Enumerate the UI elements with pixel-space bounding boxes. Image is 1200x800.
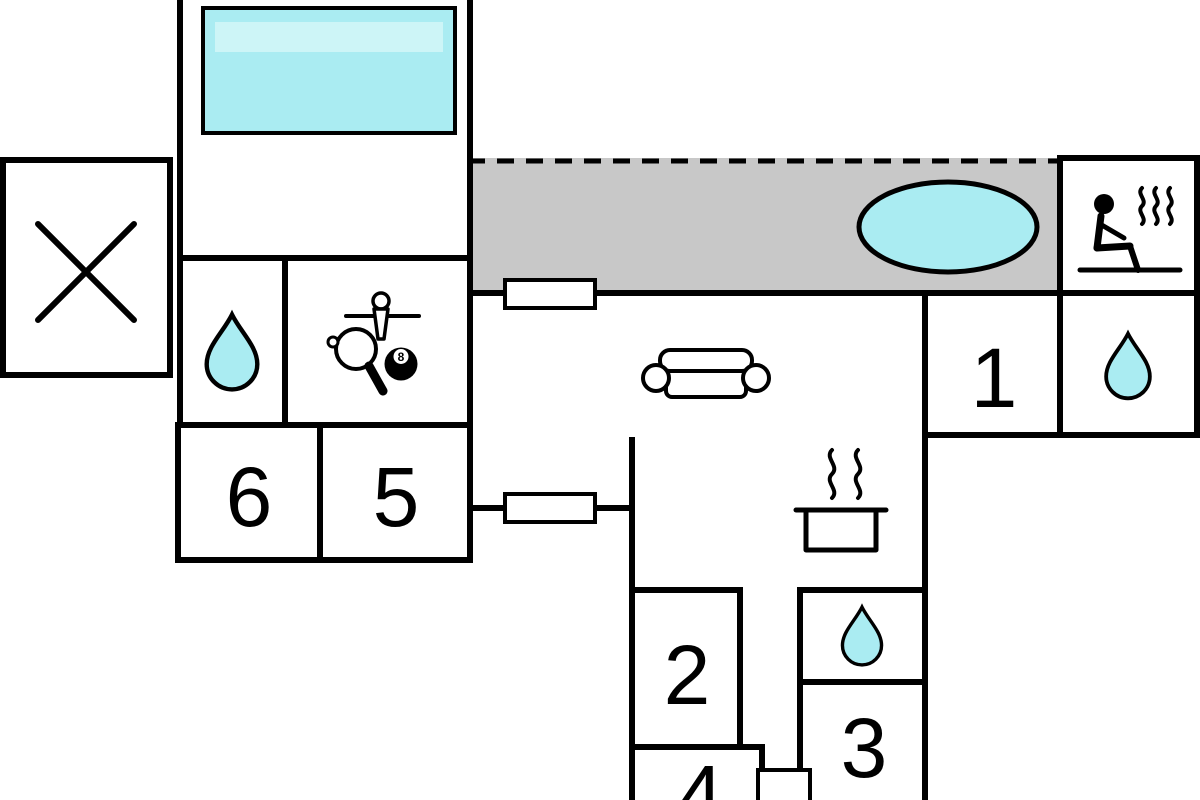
kitchen-stove-icon	[793, 448, 889, 553]
sauna-icon	[1077, 186, 1183, 273]
room-1-label: 1	[971, 331, 1018, 425]
room-6: 6	[175, 422, 323, 563]
x-marker-icon	[35, 221, 137, 323]
bottom-door-opening	[756, 768, 812, 800]
bathroom-small	[797, 587, 928, 685]
sauna-steam-line	[1152, 186, 1160, 226]
sauna-person-torso	[1093, 212, 1105, 252]
foosball-player-body	[372, 307, 390, 341]
sauna-steam-line	[1138, 186, 1146, 226]
room-2-walls	[629, 587, 743, 750]
terrace-door-opening	[503, 278, 597, 310]
game-room: 8	[282, 255, 473, 428]
room-6-label: 6	[226, 450, 273, 544]
sofa-back	[658, 348, 754, 373]
eight-ball-icon: 8	[384, 347, 418, 381]
eight-ball-number: 8	[398, 350, 405, 364]
room-3-label: 3	[841, 701, 888, 795]
sofa-armrest-left	[641, 363, 671, 393]
water-drop-icon	[204, 309, 260, 392]
room-4: 4	[629, 744, 765, 800]
pot-steam-line	[853, 448, 863, 500]
sauna-steam-line	[1166, 186, 1174, 226]
paddle-face	[334, 327, 378, 371]
terrace	[467, 158, 1063, 298]
foosball-player-icon	[344, 291, 421, 341]
bathroom-left	[177, 255, 288, 428]
storage-room	[0, 157, 173, 378]
sofa-icon	[641, 348, 771, 399]
room-6-walls	[175, 422, 323, 563]
bathroom-right	[1057, 290, 1200, 438]
pot-steam-line	[827, 448, 837, 500]
sauna-person-shin	[1127, 243, 1141, 273]
room-5-walls	[317, 422, 473, 563]
room-4-label: 4	[677, 748, 724, 800]
table-tennis-ball	[326, 335, 340, 349]
hot-tub	[856, 179, 1040, 275]
paddle-handle	[364, 361, 388, 396]
room-1: 1	[922, 290, 1063, 438]
eight-ball-dot	[393, 349, 409, 364]
room-3-walls	[797, 679, 928, 800]
hallway-door-opening	[503, 492, 597, 524]
sauna-room	[1057, 155, 1200, 298]
game-room-walls	[282, 255, 473, 428]
swimming-pool-highlight	[215, 22, 443, 52]
room-2-label: 2	[664, 628, 711, 722]
sauna-person-arm	[1097, 221, 1127, 241]
water-drop-icon	[1104, 329, 1152, 401]
room-5: 5	[317, 422, 473, 563]
room-3: 3	[797, 679, 928, 800]
pool-room	[177, 0, 473, 261]
sofa-armrest-right	[741, 363, 771, 393]
sauna-person-head	[1094, 194, 1114, 214]
room-4-walls	[629, 744, 765, 800]
sauna-person-thigh	[1093, 242, 1134, 252]
water-drop-icon	[840, 603, 884, 667]
table-tennis-icon	[326, 327, 388, 396]
room-5-label: 5	[373, 450, 420, 544]
foosball-player-head	[371, 291, 391, 311]
sauna-room-walls	[1057, 155, 1200, 298]
pot-body	[803, 507, 879, 553]
room-1-walls	[922, 290, 1063, 438]
room-2: 2	[629, 587, 743, 750]
